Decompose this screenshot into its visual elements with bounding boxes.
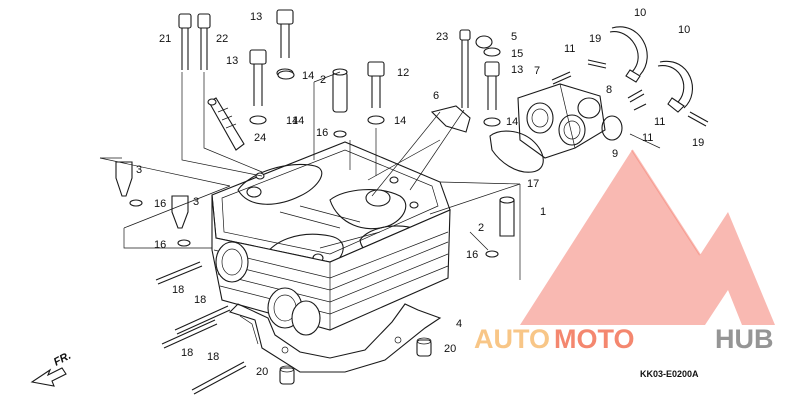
callout-label: 19 [589, 33, 601, 45]
callout-label: 1 [540, 206, 546, 218]
callout-label: 2 [320, 74, 326, 86]
callout-label: 11 [564, 43, 575, 55]
stud-bolts [155, 261, 247, 395]
callout-label: 4 [456, 318, 462, 330]
callout-label: 6 [433, 90, 439, 102]
watermark-wordmark: AUTO MOTO HUB [474, 324, 774, 354]
callout-label: 13 [511, 64, 523, 76]
callout-label: 13 [226, 55, 238, 67]
callout-label: 23 [436, 31, 448, 43]
callout-label: 21 [159, 33, 171, 45]
intake-manifold [517, 83, 606, 159]
callout-label: 7 [534, 65, 540, 77]
reference-code: KK03-E0200A [640, 369, 699, 379]
washers [277, 35, 501, 80]
valve-guides [115, 161, 191, 247]
callout-label: 12 [397, 67, 409, 79]
front-indicator-label: FR. [52, 350, 73, 369]
watermark-mark-icon [520, 150, 775, 325]
clamps-and-orings [577, 26, 693, 141]
callout-label: 16 [316, 127, 328, 139]
callout-label: 8 [606, 84, 612, 96]
callout-label: 14 [302, 70, 314, 82]
front-arrow [30, 367, 67, 387]
callout-label: 14 [394, 115, 406, 127]
callout-label: 18 [181, 347, 193, 359]
callout-label: 11 [654, 116, 665, 128]
callout-label: 3 [136, 164, 142, 176]
bracket [430, 105, 471, 133]
callout-label: 20 [256, 366, 268, 378]
callout-label: 22 [216, 33, 228, 45]
callout-label: 14 [286, 115, 298, 127]
callout-label: 18 [172, 284, 184, 296]
callout-label: 14 [292, 115, 304, 127]
callout-label: 9 [612, 148, 618, 160]
callout-label: 2 [478, 222, 484, 234]
callout-label: 24 [254, 132, 266, 144]
callout-label: 17 [527, 178, 539, 190]
callout-label: 20 [444, 343, 456, 355]
callout-label: 19 [692, 137, 704, 149]
sleeve-parts [332, 68, 515, 258]
leader-lines [99, 71, 661, 280]
callout-label: 18 [194, 294, 206, 306]
callout-label: 16 [466, 249, 478, 261]
callout-labels: 21 22 13 13 14 2 12 23 5 15 13 10 10 19 … [136, 7, 704, 378]
small-bolts [551, 59, 709, 127]
callout-label: 3 [193, 196, 199, 208]
callout-label: 15 [511, 48, 523, 60]
spark-plug [207, 97, 245, 151]
callout-label: 5 [511, 31, 517, 43]
callout-label: 11 [642, 132, 653, 144]
callout-label: 10 [634, 7, 646, 19]
watermark-word-moto: MOTO [554, 324, 635, 354]
upper-bolts [249, 9, 501, 127]
callout-label: 18 [207, 351, 219, 363]
cylinder-head [211, 141, 451, 336]
callout-label: 16 [154, 239, 166, 251]
manifold-gasket [489, 130, 544, 173]
head-bolts-long [178, 13, 211, 70]
watermark-word-auto: AUTO [474, 324, 550, 354]
callout-label: 10 [678, 24, 690, 36]
callout-label: 13 [250, 11, 262, 23]
callout-label: 16 [154, 198, 166, 210]
dowel-pins [279, 337, 432, 385]
watermark-word-hub: HUB [715, 324, 774, 354]
callout-label: 14 [506, 116, 518, 128]
watermark-logo [520, 149, 775, 325]
